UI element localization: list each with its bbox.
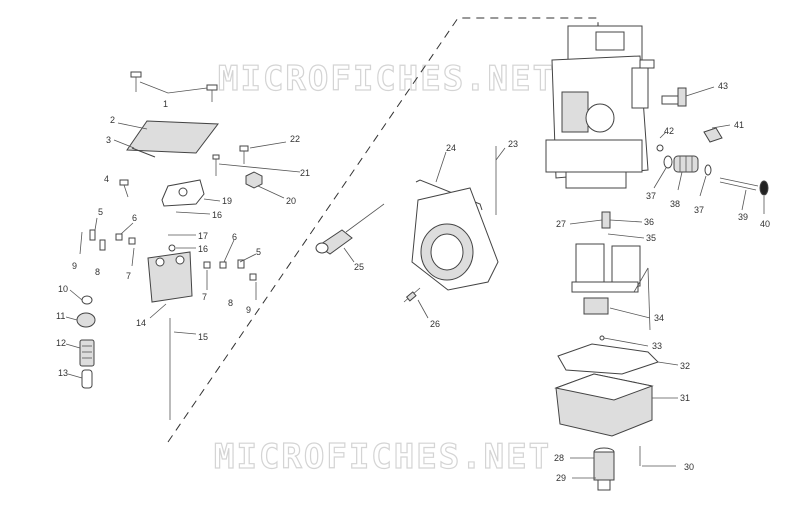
callout-9a: 9 — [72, 261, 77, 271]
washer-part-42 — [656, 144, 664, 152]
callout-8a: 8 — [95, 267, 100, 277]
callout-19: 19 — [222, 196, 232, 206]
callout-20: 20 — [286, 196, 296, 206]
screw-part-22 — [239, 145, 249, 164]
callout-38: 38 — [670, 199, 680, 209]
nut-part-20 — [245, 171, 263, 189]
callout-24: 24 — [446, 143, 456, 153]
callout-1: 1 — [163, 99, 168, 109]
washer-part-16 — [168, 244, 176, 252]
callout-30: 30 — [684, 462, 694, 472]
assembly-dashed-line — [167, 17, 599, 443]
callout-6a: 6 — [132, 213, 137, 223]
callout-43: 43 — [718, 81, 728, 91]
pin-part-26 — [403, 287, 429, 319]
gasket-plate-part-2 — [126, 120, 219, 154]
callout-41: 41 — [734, 120, 744, 130]
small-parts-right — [203, 239, 257, 300]
callout-36: 36 — [644, 217, 654, 227]
watermark-bottom: MICROFICHES.NET — [214, 437, 551, 477]
callout-26: 26 — [430, 319, 440, 329]
adjusting-screw-part-39 — [719, 177, 769, 214]
callout-25: 25 — [354, 262, 364, 272]
callout-22: 22 — [290, 134, 300, 144]
callout-33: 33 — [652, 341, 662, 351]
callout-8b: 8 — [228, 298, 233, 308]
leader-33 — [603, 337, 649, 347]
drain-plug-parts-28-29 — [570, 447, 615, 491]
screw-part-4 — [119, 179, 129, 198]
callout-9b: 9 — [246, 305, 251, 315]
callout-5b: 5 — [256, 247, 261, 257]
mounting-flange-part-24 — [411, 151, 499, 291]
callout-23: 23 — [508, 139, 518, 149]
callout-3: 3 — [106, 135, 111, 145]
callout-7b: 7 — [202, 292, 207, 302]
callout-17: 17 — [198, 231, 208, 241]
callout-34: 34 — [654, 313, 664, 323]
callout-32: 32 — [680, 361, 690, 371]
callout-14: 14 — [136, 318, 146, 328]
pin-part-3 — [131, 147, 156, 158]
callout-16a: 16 — [212, 210, 222, 220]
spring-part-38 — [663, 155, 712, 176]
callout-42: 42 — [664, 126, 674, 136]
bracket-part-19 — [161, 179, 205, 207]
stack-parts-10-13 — [65, 289, 96, 389]
callout-11: 11 — [56, 311, 65, 321]
small-parts-left — [79, 217, 136, 267]
callout-10: 10 — [58, 284, 68, 294]
callout-4: 4 — [104, 174, 109, 184]
screw-part-25 — [315, 203, 385, 263]
callout-40: 40 — [760, 219, 770, 229]
callout-39: 39 — [738, 212, 748, 222]
fitting-part-43 — [661, 86, 715, 107]
callout-7a: 7 — [126, 271, 131, 281]
watermark-top: MICROFICHES.NET — [218, 59, 555, 99]
callout-27: 27 — [556, 219, 566, 229]
screw-part-21 — [212, 154, 220, 176]
cap-part-41 — [703, 127, 723, 143]
jet-parts-27-35-36 — [569, 211, 645, 239]
callout-13: 13 — [58, 368, 68, 378]
callout-16b: 16 — [198, 244, 208, 254]
callout-12: 12 — [56, 338, 66, 348]
callout-35: 35 — [646, 233, 656, 243]
callout-37a: 37 — [646, 191, 656, 201]
float-assembly — [571, 243, 651, 331]
gasket-part-32 — [557, 343, 659, 375]
carburetor-body — [545, 25, 655, 189]
float-bowl-part-31 — [554, 373, 678, 437]
callout-5a: 5 — [98, 207, 103, 217]
callout-15: 15 — [198, 332, 208, 342]
float-block-part-14 — [147, 251, 193, 319]
callout-21: 21 — [300, 168, 310, 178]
screw-part-1 — [130, 71, 218, 102]
callout-37b: 37 — [694, 205, 704, 215]
callout-28: 28 — [554, 453, 564, 463]
callout-2: 2 — [110, 115, 115, 125]
callout-29: 29 — [556, 473, 566, 483]
callout-31: 31 — [680, 393, 690, 403]
callout-6b: 6 — [232, 232, 237, 242]
